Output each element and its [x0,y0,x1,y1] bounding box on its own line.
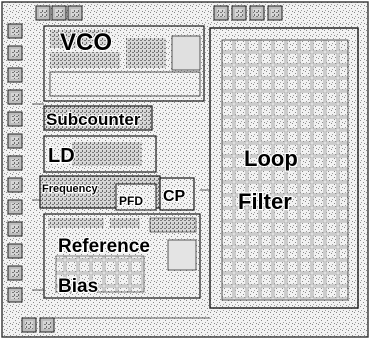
bias-label: Bias [58,276,98,297]
pad-left-core [11,247,19,255]
routing-wires [32,103,210,319]
charge-pump-label: CP [163,188,186,205]
charge-pump-block: CP [159,177,195,211]
pad-left-core [11,49,19,57]
pad-left-core [11,291,19,299]
pad-left-core [11,115,19,123]
pad-left-core [11,71,19,79]
pfd-label: PFD [119,194,143,208]
pad-top-core [217,9,225,17]
vco-label: VCO [60,29,112,56]
bonding-pads [7,5,283,333]
pad-left-core [11,181,19,189]
frequency-label: Frequency [42,183,99,195]
reference-label: Reference [58,236,150,257]
subcounter-block: Subcounter [43,105,153,131]
lock-detector-label: LD [48,145,75,167]
pad-top-core [235,9,243,17]
lock-detector-block: LD [43,135,157,173]
pad-top-core [271,9,279,17]
pad-bottom-core [25,321,33,329]
vco-block: VCO [43,25,205,102]
pad-left-core [11,269,19,277]
loop-filter-block: Loop Filter [209,27,359,309]
pad-top-core [71,9,79,17]
pad-left-core [11,27,19,35]
pad-bottom-core [43,321,51,329]
loop-filter-label-line1: Loop [244,146,298,171]
pad-left-core [11,93,19,101]
pad-top-core [253,9,261,17]
subcounter-label: Subcounter [46,110,141,129]
loop-filter-label-line2: Filter [238,189,292,214]
pad-top-core [55,9,63,17]
pad-left-core [11,203,19,211]
reference-bias-block: Reference Bias [43,213,201,299]
pfd-block: PFD [115,183,157,211]
pad-left-core [11,225,19,233]
pad-left-core [11,137,19,145]
pad-top-core [39,9,47,17]
pad-left-core [11,159,19,167]
